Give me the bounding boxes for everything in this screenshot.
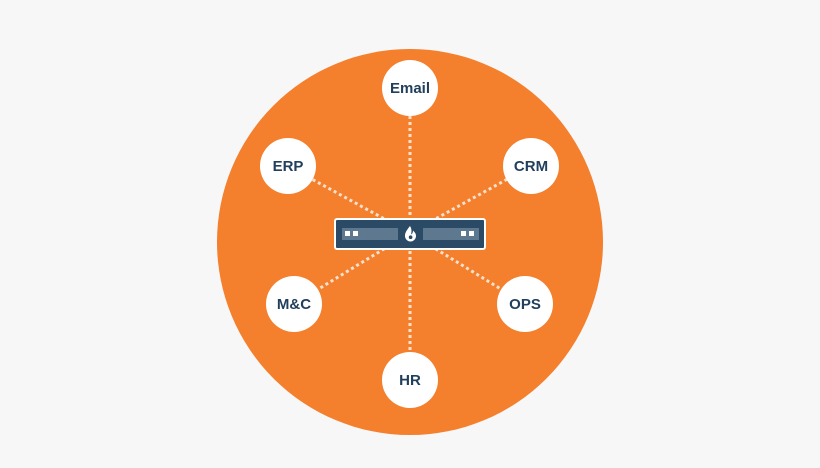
- node-ops: OPS: [497, 276, 553, 332]
- hub-light: [469, 231, 474, 236]
- node-hr-circle: [382, 352, 438, 408]
- node-hr: HR: [382, 352, 438, 408]
- flame-icon: [405, 226, 416, 242]
- node-ops-circle: [497, 276, 553, 332]
- node-hr-label: HR: [399, 372, 421, 389]
- node-erp: ERP: [260, 138, 316, 194]
- node-email-circle: [382, 60, 438, 116]
- hub-light: [461, 231, 466, 236]
- node-mc-circle: [266, 276, 322, 332]
- node-crm: CRM: [503, 138, 559, 194]
- node-erp-label: ERP: [273, 158, 304, 175]
- hub-slot-left: [342, 228, 398, 240]
- node-mc-label: M&C: [277, 296, 311, 313]
- hub-light: [345, 231, 350, 236]
- node-mc: M&C: [266, 276, 322, 332]
- node-crm-circle: [503, 138, 559, 194]
- connector-ops: [409, 231, 526, 306]
- connector-mc: [293, 231, 411, 306]
- node-email-label: Email: [390, 80, 430, 97]
- hub-device: [334, 218, 486, 250]
- system-nodes: Email ERP CRM M&C OPS HR: [260, 60, 559, 408]
- node-ops-label: OPS: [509, 296, 541, 313]
- flame-icon-core: [408, 235, 413, 239]
- node-crm-label: CRM: [514, 158, 548, 175]
- node-email: Email: [382, 60, 438, 116]
- hub-light: [353, 231, 358, 236]
- node-erp-circle: [260, 138, 316, 194]
